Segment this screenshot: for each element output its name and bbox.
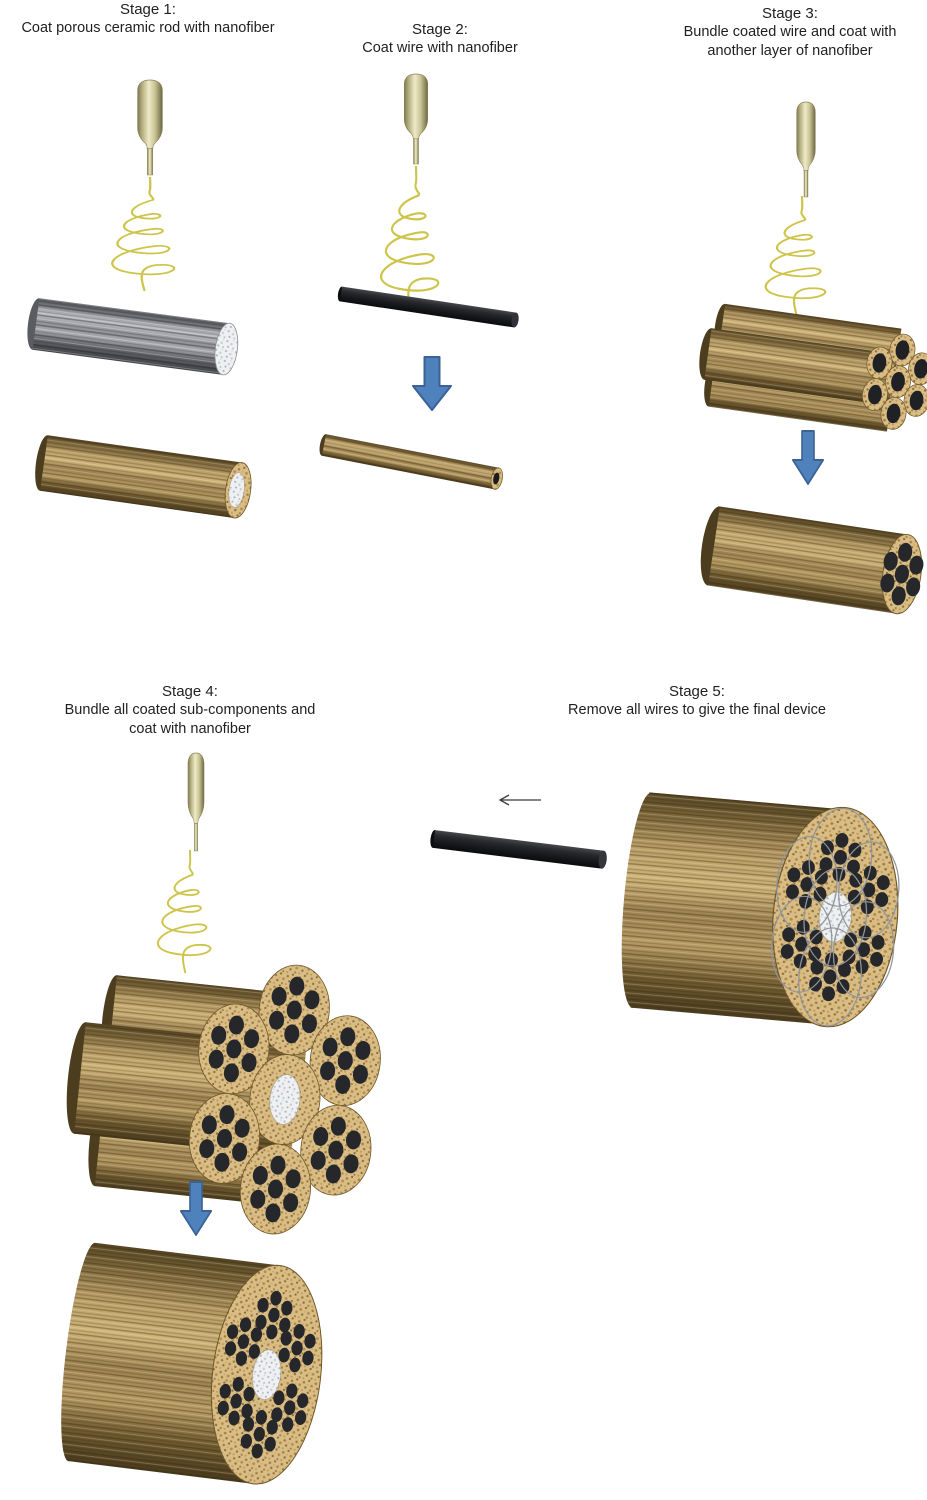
sub-component-outlines — [770, 807, 900, 1027]
stage-3-description: Bundle coated wire and coat with another… — [683, 24, 897, 59]
stage-1-coated-ceramic-rod — [35, 435, 252, 519]
stage-4-coated-device — [61, 1242, 334, 1491]
stage-1-nanofiber-coil — [111, 175, 176, 293]
stage-2-description: Coat wire with nanofiber — [362, 40, 518, 56]
stage-5-final-device — [621, 792, 906, 1032]
stage-1-ceramic-rod — [27, 298, 239, 376]
stage-2-coated-wire — [319, 434, 503, 490]
stage-3-coated-wire-bundle — [700, 506, 924, 615]
stage-5-header: Stage 5: Remove all wires to give the fi… — [477, 682, 917, 720]
stage-4-sub-component-bundle — [66, 961, 386, 1238]
stage-5-title: Stage 5: — [669, 683, 725, 700]
stage-4-description: Bundle all coated sub-components and coa… — [64, 702, 316, 737]
stage-4-spinneret-icon — [156, 752, 212, 975]
stage-3-header: Stage 3: Bundle coated wire and coat wit… — [660, 4, 920, 61]
stage-2-down-arrow-icon — [412, 356, 452, 411]
stage-3-spinneret-icon — [764, 101, 827, 317]
stage-1-spinneret-icon — [111, 79, 176, 293]
stage-1-title: Stage 1: — [120, 1, 176, 18]
stage-4-header: Stage 4: Bundle all coated sub-component… — [50, 682, 330, 739]
stage-2-header: Stage 2: Coat wire with nanofiber — [325, 20, 555, 58]
stage-2-wire — [337, 286, 519, 328]
stage-5-removal-arrow-icon — [498, 794, 541, 806]
stage-5-description: Remove all wires to give the final devic… — [568, 702, 826, 718]
stage-2-title: Stage 2: — [412, 21, 468, 38]
stage-1-description: Coat porous ceramic rod with nanofiber — [21, 20, 275, 36]
stage-3-nanofiber-coil — [764, 194, 827, 317]
stage-1-header: Stage 1: Coat porous ceramic rod with na… — [0, 0, 296, 38]
stage-4-nanofiber-coil — [156, 849, 212, 975]
stage-3-down-arrow-icon — [791, 430, 825, 485]
stage-2-nanofiber-coil — [380, 164, 440, 314]
stage-5-removed-wire — [430, 830, 607, 869]
stage-2-spinneret-icon — [380, 73, 440, 314]
stage-3-wire-bundle — [699, 303, 927, 432]
stage-3-title: Stage 3: — [762, 5, 818, 22]
stage-4-title: Stage 4: — [162, 683, 218, 700]
